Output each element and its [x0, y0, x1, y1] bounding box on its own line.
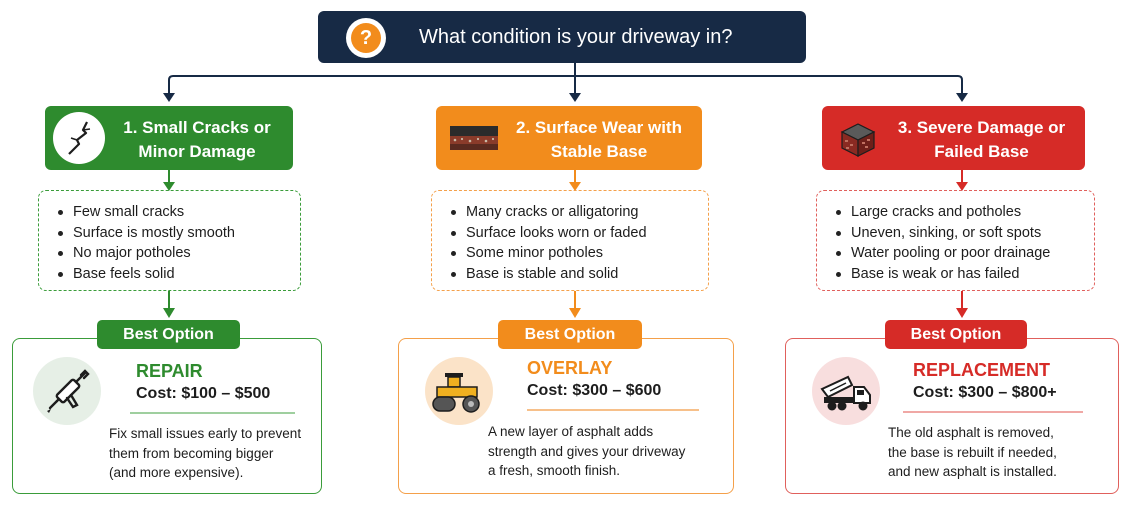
best-option-label-repair: Best Option: [97, 320, 240, 349]
list-item: Some minor potholes: [448, 243, 708, 264]
arrowhead: [569, 308, 581, 318]
worn-asphalt-icon: [448, 118, 500, 158]
best-option-label-overlay: Best Option: [498, 320, 642, 349]
list-item: Surface is mostly smooth: [55, 223, 300, 244]
divider: [903, 411, 1083, 413]
option-name: OVERLAY: [527, 358, 613, 378]
list-item: Water pooling or poor drainage: [833, 243, 1094, 264]
crack-icon: [53, 112, 105, 164]
arrowhead: [956, 93, 968, 102]
symptoms-box-small-cracks: Few small cracks Surface is mostly smoot…: [38, 190, 301, 291]
option-cost: Cost: $300 – $600: [527, 382, 662, 399]
arrowhead: [163, 93, 175, 102]
symptoms-box-surface-wear: Many cracks or alligatoring Surface look…: [431, 190, 709, 291]
symptoms-box-severe-damage: Large cracks and potholes Uneven, sinkin…: [816, 190, 1095, 291]
arrowhead: [163, 182, 175, 191]
option-card-replacement: REPLACEMENT Cost: $300 – $800+ The old a…: [785, 338, 1119, 494]
connector-question-to-columns: [168, 75, 963, 94]
column-title: 3. Severe Damage or Failed Base: [897, 118, 1066, 161]
best-option-label-replacement: Best Option: [885, 320, 1027, 349]
list-item: Base feels solid: [55, 264, 300, 285]
arrowhead: [956, 308, 968, 318]
option-cost: Cost: $300 – $800+: [913, 384, 1057, 401]
option-description: A new layer of asphalt adds strength and…: [488, 424, 686, 478]
column-title: 2. Surface Wear with Stable Base: [516, 118, 682, 161]
arrowhead: [569, 182, 581, 191]
option-card-repair: REPAIR Cost: $100 – $500 Fix small issue…: [12, 338, 322, 494]
list-item: Surface looks worn or faded: [448, 223, 708, 244]
road-roller-icon: [425, 357, 493, 425]
header-small-cracks: 1. Small Cracks or Minor Damage: [45, 106, 293, 170]
list-item: Base is stable and solid: [448, 264, 708, 285]
list-item: Many cracks or alligatoring: [448, 202, 708, 223]
list-item: Few small cracks: [55, 202, 300, 223]
option-name: REPLACEMENT: [913, 360, 1051, 380]
divider: [527, 409, 699, 411]
dump-truck-icon: [812, 357, 880, 425]
question-text: What condition is your driveway in?: [419, 26, 733, 48]
option-cost: Cost: $100 – $500: [136, 385, 271, 402]
list-item: No major potholes: [55, 243, 300, 264]
option-description: The old asphalt is removed, the base is …: [888, 425, 1057, 479]
broken-base-icon: [832, 114, 884, 166]
question-box: ? What condition is your driveway in?: [318, 11, 806, 63]
arrowhead: [569, 93, 581, 102]
arrowhead: [163, 308, 175, 318]
list-item: Uneven, sinking, or soft spots: [833, 223, 1094, 244]
arrowhead: [956, 182, 968, 191]
option-description: Fix small issues early to prevent them f…: [109, 426, 302, 480]
header-surface-wear: 2. Surface Wear with Stable Base: [436, 106, 702, 170]
option-card-overlay: OVERLAY Cost: $300 – $600 A new layer of…: [398, 338, 734, 494]
list-item: Base is weak or has failed: [833, 264, 1094, 285]
list-item: Large cracks and potholes: [833, 202, 1094, 223]
caulk-gun-icon: [33, 357, 101, 425]
header-severe-damage: 3. Severe Damage or Failed Base: [822, 106, 1085, 170]
divider: [130, 412, 295, 414]
question-mark-icon: ?: [346, 18, 386, 58]
option-name: REPAIR: [136, 361, 203, 381]
column-title: 1. Small Cracks or Minor Damage: [123, 118, 271, 161]
